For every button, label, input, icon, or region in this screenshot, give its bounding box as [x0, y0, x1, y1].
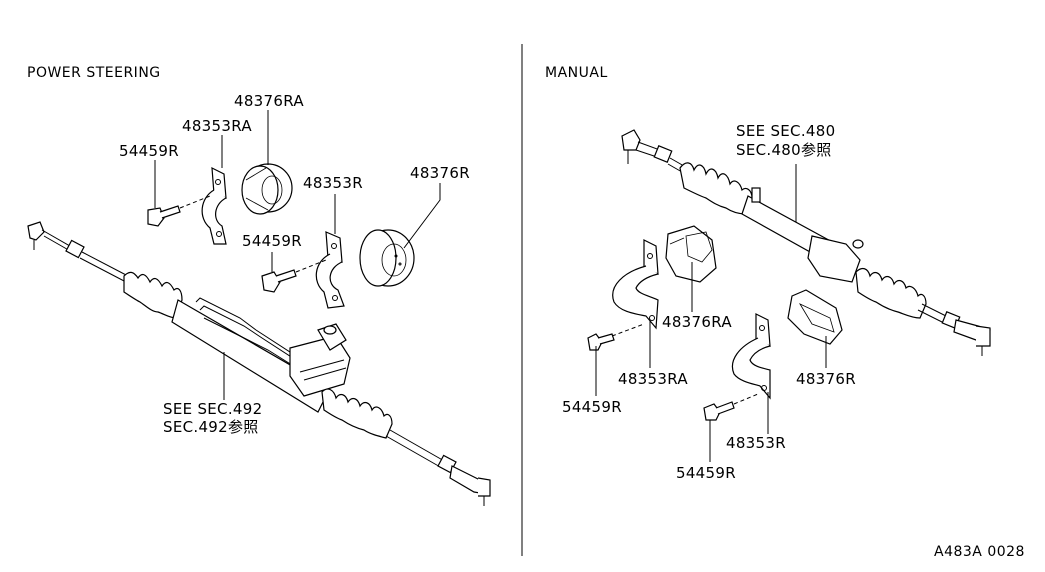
clamp-48353R-right — [731, 313, 771, 400]
manual-title: MANUAL — [545, 65, 608, 81]
label-48353RA-left: 48353RA — [182, 117, 252, 135]
label-48353R-left: 48353R — [303, 174, 363, 192]
bushing-48376R-right — [787, 289, 843, 345]
label-54459R-left-2: 54459R — [242, 232, 302, 250]
bolt-54459R-left-1 — [147, 195, 211, 227]
see-sec-480: SEE SEC.480 — [736, 122, 835, 140]
label-48376RA-right: 48376RA — [662, 313, 732, 331]
label-48376R-left: 48376R — [410, 164, 470, 182]
clamp-48353RA-left — [201, 166, 227, 245]
bushing-48376R-left — [359, 229, 415, 287]
diagram-reference-code: A483A 0028 — [934, 544, 1025, 560]
label-48376RA-left: 48376RA — [234, 92, 304, 110]
bushing-48376RA-left — [241, 163, 293, 215]
sec-480-ref-jp: SEC.480参照 — [736, 141, 832, 159]
label-48353RA-right: 48353RA — [618, 370, 688, 388]
clamp-48353RA-right — [612, 239, 659, 330]
bolt-54459R-right-2 — [703, 393, 759, 421]
clamp-48353R-left — [315, 231, 345, 309]
bushing-48376RA-right — [665, 225, 717, 283]
power-steering-title: POWER STEERING — [27, 65, 161, 81]
bolt-54459R-right-1 — [587, 323, 645, 351]
see-sec-492: SEE SEC.492 — [163, 400, 262, 418]
power-steering-rack-assembly — [27, 221, 491, 506]
sec-492-ref-jp: SEC.492参照 — [163, 418, 259, 436]
label-54459R-left-1: 54459R — [119, 142, 179, 160]
label-54459R-right-2: 54459R — [676, 464, 736, 482]
label-48353R-right: 48353R — [726, 434, 786, 452]
manual-rack-assembly — [621, 129, 991, 356]
label-48376R-right: 48376R — [796, 370, 856, 388]
bolt-54459R-left-2 — [261, 259, 327, 293]
label-54459R-right-1: 54459R — [562, 398, 622, 416]
